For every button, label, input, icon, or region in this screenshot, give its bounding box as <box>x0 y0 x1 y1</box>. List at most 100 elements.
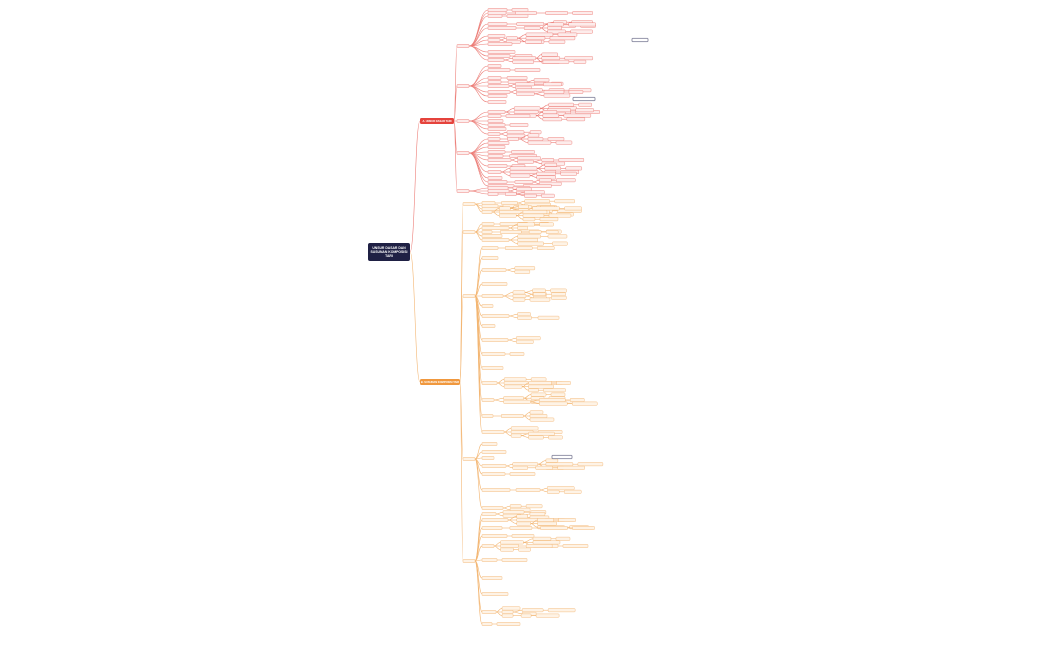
topic-node[interactable] <box>487 180 508 184</box>
topic-node[interactable] <box>555 536 571 541</box>
topic-node[interactable] <box>509 170 539 174</box>
topic-node[interactable] <box>487 94 508 98</box>
topic-node[interactable] <box>481 304 494 308</box>
topic-node[interactable] <box>511 150 535 154</box>
topic-node[interactable] <box>517 156 541 161</box>
topic-node[interactable] <box>506 14 529 18</box>
topic-node[interactable] <box>541 158 555 162</box>
topic-node[interactable] <box>518 547 531 552</box>
topic-node[interactable] <box>481 381 498 385</box>
topic-node[interactable] <box>539 222 554 227</box>
topic-node[interactable] <box>548 102 574 107</box>
topic-node[interactable] <box>570 398 585 402</box>
topic-node[interactable] <box>481 398 495 402</box>
topic-node[interactable] <box>487 154 504 158</box>
topic-node[interactable] <box>501 558 528 562</box>
topic-node[interactable] <box>545 458 559 463</box>
topic-node[interactable] <box>541 56 560 61</box>
topic-node[interactable] <box>516 22 544 26</box>
topic-node[interactable] <box>487 68 511 72</box>
topic-node[interactable] <box>501 610 514 614</box>
topic-node[interactable] <box>543 90 565 94</box>
topic-node[interactable] <box>481 234 503 238</box>
topic-node[interactable] <box>528 384 554 389</box>
topic-node[interactable] <box>542 59 570 64</box>
topic-node[interactable] <box>481 456 495 460</box>
topic-node[interactable] <box>521 608 544 613</box>
topic-node[interactable] <box>557 32 578 37</box>
topic-node[interactable] <box>500 230 522 234</box>
red-subtopic[interactable] <box>456 189 470 193</box>
topic-node[interactable] <box>568 90 584 94</box>
topic-node[interactable] <box>530 392 547 397</box>
topic-node[interactable] <box>539 217 559 222</box>
topic-node[interactable] <box>481 472 506 476</box>
topic-node[interactable] <box>481 314 510 318</box>
topic-node[interactable] <box>517 241 544 246</box>
topic-node[interactable] <box>524 193 537 198</box>
topic-node[interactable] <box>544 166 562 171</box>
topic-node[interactable] <box>512 462 538 467</box>
topic-node[interactable] <box>543 82 562 87</box>
topic-node[interactable] <box>487 127 507 131</box>
topic-node[interactable] <box>550 288 567 293</box>
topic-node[interactable] <box>481 256 499 260</box>
topic-node[interactable] <box>522 217 536 222</box>
orange-subtopic[interactable] <box>462 294 476 298</box>
topic-node[interactable] <box>511 534 535 538</box>
topic-node[interactable] <box>547 26 562 30</box>
topic-node[interactable] <box>544 162 558 167</box>
topic-node[interactable] <box>500 540 524 545</box>
topic-node[interactable] <box>558 518 576 522</box>
topic-node[interactable] <box>481 366 504 370</box>
topic-node[interactable] <box>487 58 505 62</box>
topic-node[interactable] <box>509 173 531 178</box>
topic-node[interactable] <box>499 210 524 214</box>
topic-node[interactable] <box>487 158 512 162</box>
topic-node[interactable] <box>520 613 532 618</box>
topic-node[interactable] <box>512 465 528 470</box>
topic-node[interactable] <box>481 226 510 230</box>
topic-node[interactable] <box>481 294 504 298</box>
topic-node[interactable] <box>487 170 502 174</box>
topic-node[interactable] <box>548 213 572 218</box>
topic-node[interactable] <box>518 204 529 209</box>
topic-node[interactable] <box>487 38 501 42</box>
topic-node[interactable] <box>543 93 571 98</box>
topic-node[interactable] <box>499 213 517 218</box>
topic-node[interactable] <box>537 246 555 250</box>
topic-node[interactable] <box>506 133 526 138</box>
topic-node[interactable] <box>501 414 524 418</box>
topic-node[interactable] <box>481 210 493 214</box>
topic-node[interactable] <box>547 137 565 141</box>
topic-node[interactable] <box>481 222 495 226</box>
topic-node[interactable] <box>487 26 517 30</box>
topic-node[interactable] <box>570 29 593 34</box>
topic-node[interactable] <box>481 450 507 454</box>
topic-node[interactable] <box>505 192 517 196</box>
topic-node[interactable] <box>487 42 513 46</box>
orange-subtopic[interactable] <box>462 202 476 206</box>
topic-node[interactable] <box>481 488 511 492</box>
topic-node[interactable] <box>487 34 506 38</box>
topic-node[interactable] <box>487 14 503 18</box>
topic-node[interactable] <box>539 178 552 183</box>
topic-node[interactable] <box>503 381 529 385</box>
red-subtopic[interactable] <box>456 44 470 48</box>
topic-node[interactable] <box>568 22 596 27</box>
topic-node[interactable] <box>533 292 546 297</box>
topic-node[interactable] <box>499 206 511 211</box>
topic-node[interactable] <box>487 132 501 136</box>
topic-node[interactable] <box>487 114 502 118</box>
topic-node[interactable] <box>487 164 508 168</box>
topic-node[interactable] <box>532 288 546 293</box>
topic-node[interactable] <box>503 377 527 382</box>
topic-node[interactable] <box>527 137 544 141</box>
topic-node[interactable] <box>542 117 563 122</box>
topic-node[interactable] <box>503 399 531 404</box>
topic-node[interactable] <box>500 544 519 548</box>
topic-node[interactable] <box>527 133 540 138</box>
topic-node[interactable] <box>487 145 506 149</box>
topic-node[interactable] <box>566 117 586 122</box>
topic-node[interactable] <box>481 506 504 510</box>
